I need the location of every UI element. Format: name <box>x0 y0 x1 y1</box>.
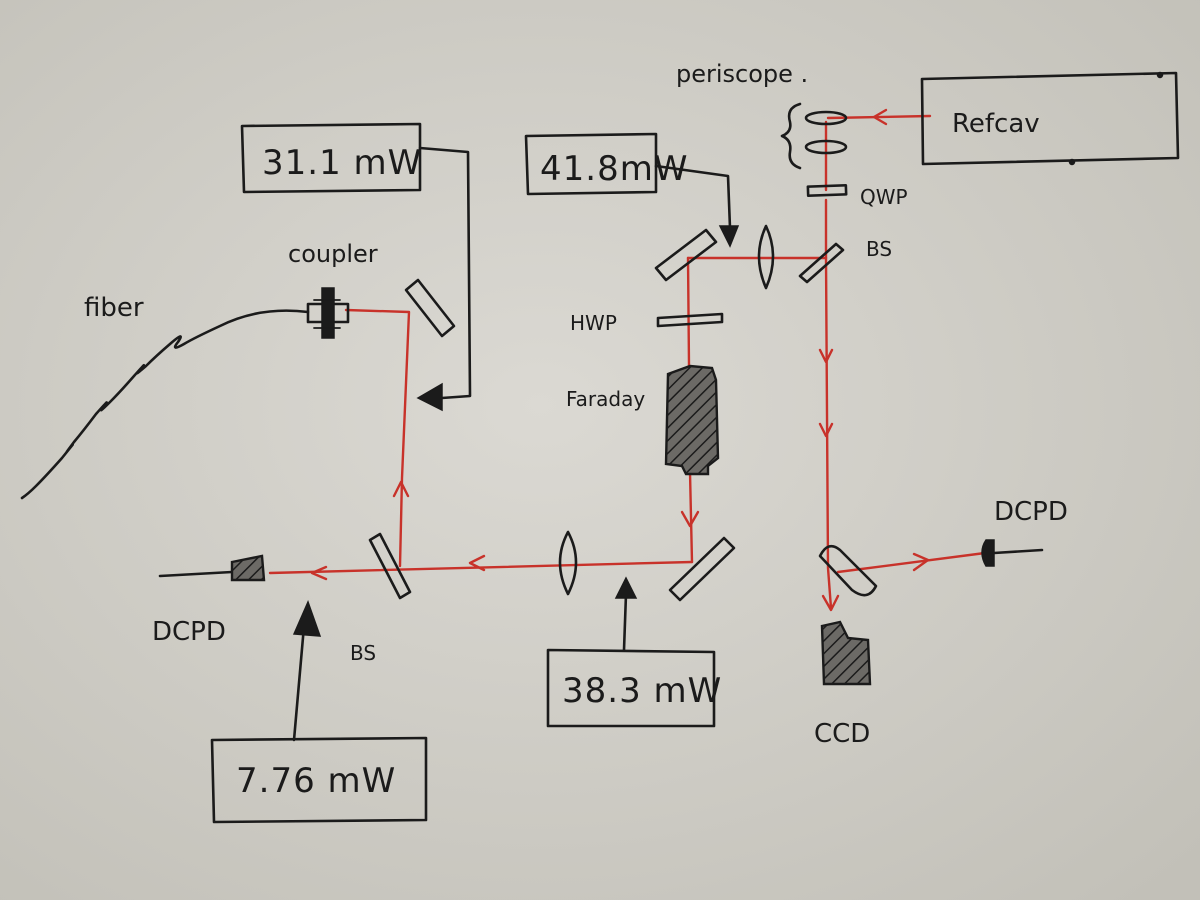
periscope-bracket <box>780 102 802 170</box>
mirror-top-left <box>654 228 718 282</box>
ccd-camera <box>820 620 872 686</box>
label-dcpd-right: DCPD <box>994 497 1068 527</box>
output-power-value: 38.3 mW <box>562 671 722 711</box>
label-faraday: Faraday <box>566 387 645 411</box>
lens-bottom <box>558 530 578 596</box>
label-coupler: coupler <box>288 240 378 268</box>
fiber-cable <box>20 309 310 500</box>
power-meter-coupler: 31.1 mW <box>240 122 472 412</box>
mirror-bottom-right <box>668 536 736 602</box>
beam-path <box>268 108 987 612</box>
lens-top <box>757 224 775 290</box>
refcav-box <box>920 71 1180 166</box>
coupler-mirror <box>404 278 456 338</box>
components <box>20 71 1180 686</box>
label-periscope: periscope . <box>676 60 808 88</box>
power-meter-pd: 7.76 mW <box>210 599 428 824</box>
label-bs-top: BS <box>866 237 892 261</box>
coupler-power-value: 31.1 mW <box>262 143 422 183</box>
label-dcpd-left: DCPD <box>152 617 226 647</box>
hwp-plate <box>656 312 724 328</box>
input-power-value: 41.8mW <box>540 149 688 189</box>
fiber-coupler <box>306 287 350 339</box>
label-refcav: Refcav <box>952 109 1040 139</box>
power-meter-input: 41.8mW <box>524 132 740 248</box>
pd-power-value: 7.76 mW <box>236 761 396 801</box>
dcpd-right-detector <box>981 539 1044 567</box>
faraday-isolator <box>664 364 720 476</box>
periscope-mirror-top <box>804 110 848 126</box>
label-ccd: CCD <box>814 719 870 749</box>
label-bs-bottom: BS <box>350 641 376 665</box>
label-hwp: HWP <box>570 311 617 335</box>
bs-top-plate <box>798 242 845 284</box>
qwp-plate <box>806 184 848 197</box>
power-meter-output: 38.3 mW <box>546 576 722 728</box>
bs-bottom-plate <box>368 532 412 600</box>
bs-lower-right <box>818 544 878 597</box>
label-fiber: fiber <box>84 293 144 323</box>
dcpd-left-detector <box>158 554 266 582</box>
periscope-mirror-bottom <box>804 139 848 155</box>
label-qwp: QWP <box>860 185 908 209</box>
